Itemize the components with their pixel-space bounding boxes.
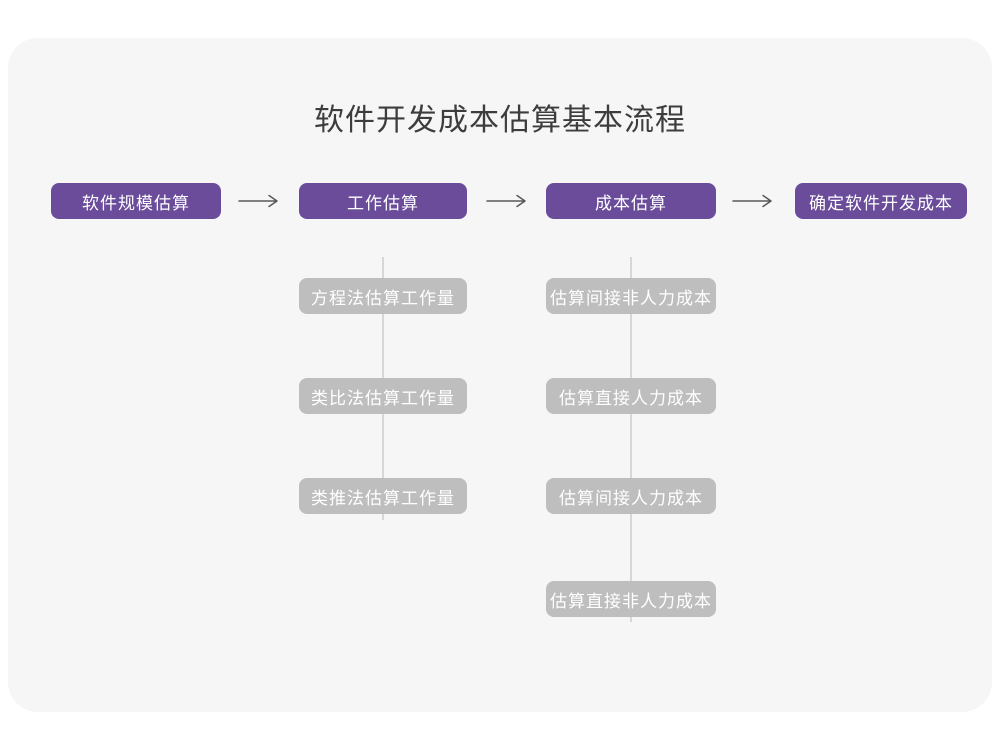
stage-node-work-estimation: 工作估算	[299, 183, 467, 219]
substep-node-indirect-nonlabor-cost: 估算间接非人力成本	[546, 278, 716, 314]
stage-node-determine-development-cost: 确定软件开发成本	[795, 183, 967, 219]
substep-node-equation-method: 方程法估算工作量	[299, 278, 467, 314]
stage-node-cost-estimation: 成本估算	[546, 183, 716, 219]
substep-node-analogy-method: 类比法估算工作量	[299, 378, 467, 414]
substep-node-indirect-labor-cost: 估算间接人力成本	[546, 478, 716, 514]
arrow-right-icon	[732, 194, 772, 208]
connector-line-cost-estimation	[630, 257, 632, 622]
diagram-card: 软件开发成本估算基本流程 软件规模估算 工作估算 成本估算 确定软件开发成本 方…	[8, 38, 992, 712]
diagram-title: 软件开发成本估算基本流程	[314, 104, 686, 137]
stage-node-software-size-estimation: 软件规模估算	[51, 183, 221, 219]
substep-node-direct-labor-cost: 估算直接人力成本	[546, 378, 716, 414]
substep-node-extrapolation-method: 类推法估算工作量	[299, 478, 467, 514]
arrow-right-icon	[238, 194, 278, 208]
arrow-right-icon	[486, 194, 526, 208]
substep-node-direct-nonlabor-cost: 估算直接非人力成本	[546, 581, 716, 617]
